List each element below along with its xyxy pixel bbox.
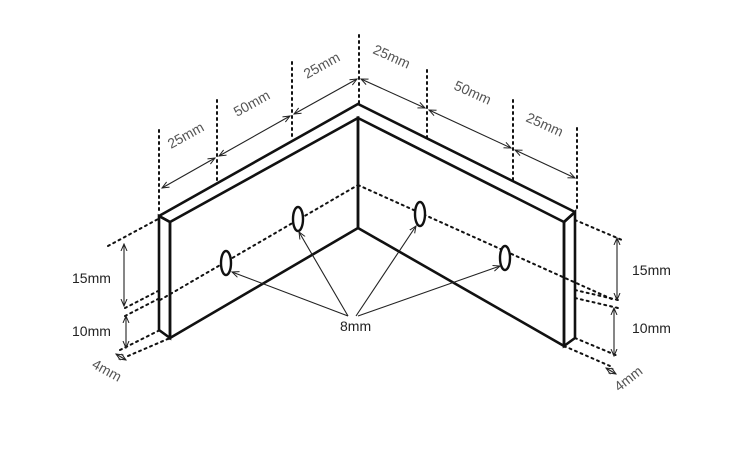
extension-lines-top xyxy=(158,34,578,215)
hole-leader-lines xyxy=(232,226,500,317)
hole-centerline xyxy=(159,184,615,301)
dim-label-hole-diameter: 8mm xyxy=(340,318,371,334)
mounting-holes xyxy=(219,200,512,277)
hole-3 xyxy=(413,200,427,228)
dimension-arrows-top xyxy=(162,79,575,188)
dim-label-right-thickness: 4mm xyxy=(611,363,645,395)
angle-bracket xyxy=(157,102,577,349)
hole-4 xyxy=(498,244,512,272)
dim-label-left-height-upper: 15mm xyxy=(72,270,111,286)
dim-label-right-height-upper: 15mm xyxy=(632,262,671,278)
hole-1 xyxy=(219,249,233,277)
dim-label-right-height-lower: 10mm xyxy=(632,320,671,336)
dim-label-top-right-1: 25mm xyxy=(371,41,413,71)
dim-label-top-right-3: 25mm xyxy=(524,109,566,139)
dim-label-left-thickness: 4mm xyxy=(90,356,125,385)
right-dimensions xyxy=(563,219,623,374)
dim-label-top-right-2: 50mm xyxy=(452,77,494,107)
dim-label-left-height-lower: 10mm xyxy=(72,323,111,339)
hole-2 xyxy=(291,205,305,233)
dim-label-top-left-2: 50mm xyxy=(231,87,273,120)
dim-label-top-left-3: 25mm xyxy=(301,49,343,82)
dim-label-top-left-1: 25mm xyxy=(165,119,207,152)
left-dimensions xyxy=(107,217,171,360)
